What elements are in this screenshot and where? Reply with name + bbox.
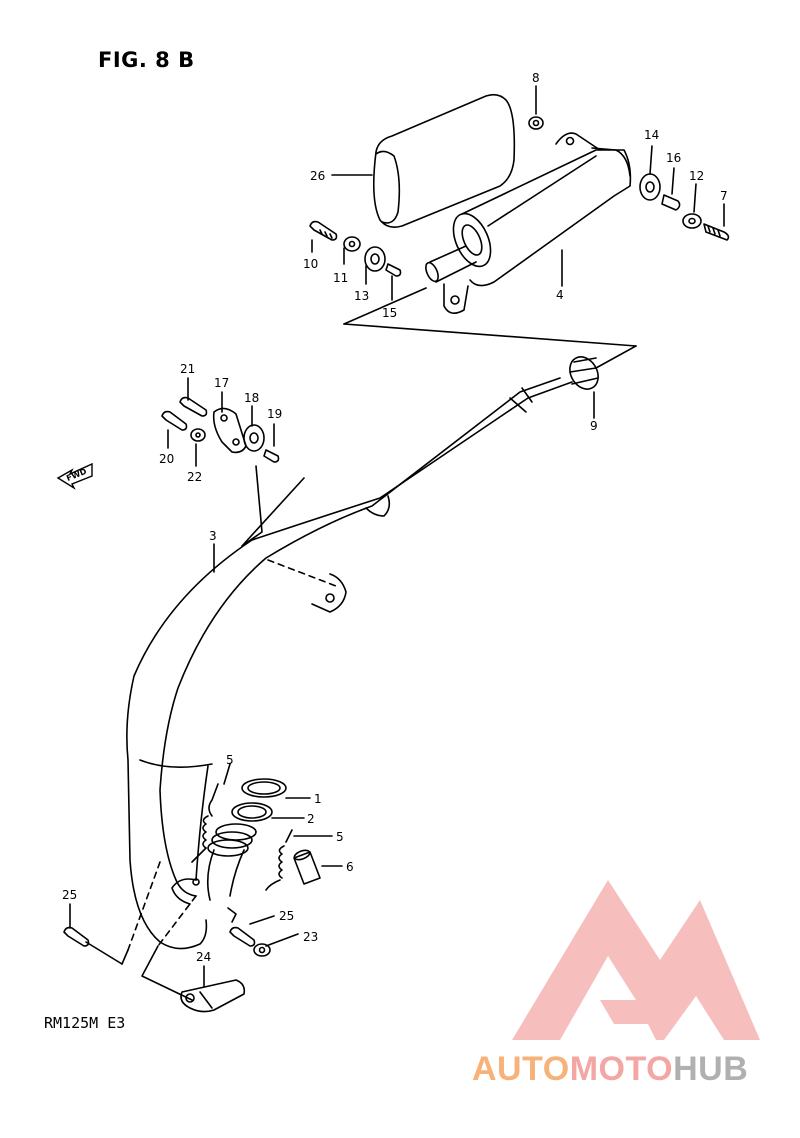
callout-23: 23 <box>303 930 318 944</box>
washer-23 <box>253 943 271 957</box>
model-code: RM125M E3 <box>44 1014 126 1032</box>
callout-6: 6 <box>346 860 354 874</box>
washer-22 <box>190 428 206 442</box>
grommet-13 <box>364 246 386 272</box>
callout-9: 9 <box>590 419 598 433</box>
grommet-14 <box>639 173 661 201</box>
callout-12: 12 <box>689 169 704 183</box>
bolt-7 <box>703 223 730 241</box>
watermark-text-hub: HUB <box>673 1050 749 1088</box>
spring-5b <box>265 829 293 891</box>
bolt-10 <box>309 220 338 241</box>
fwd-arrow-icon: FWD <box>56 462 93 490</box>
collar-19 <box>263 449 280 463</box>
damper-6 <box>293 849 321 885</box>
callout-25b: 25 <box>279 909 294 923</box>
nut-8 <box>528 116 544 130</box>
callout-11: 11 <box>333 271 348 285</box>
collar-15 <box>385 263 402 277</box>
washer-12 <box>682 213 702 229</box>
callout-22: 22 <box>187 470 202 484</box>
callout-15: 15 <box>382 306 397 320</box>
exhaust-joint <box>206 823 257 901</box>
bolt-21 <box>179 396 208 417</box>
callout-2: 2 <box>307 812 315 826</box>
bolt-25-right <box>229 926 256 947</box>
callout-10: 10 <box>303 257 318 271</box>
bracket-24 <box>180 979 246 1013</box>
callout-1: 1 <box>314 792 322 806</box>
watermark-text-moto: MOTO <box>569 1050 674 1088</box>
callout-26: 26 <box>310 169 325 183</box>
gasket-1 <box>241 778 287 798</box>
watermark-brand: AUTOMOTOHUB <box>472 1050 748 1089</box>
silencer <box>425 132 632 314</box>
spring-5a <box>191 783 219 863</box>
washer-11 <box>343 236 361 252</box>
callout-5b: 5 <box>336 830 344 844</box>
seal-9 <box>569 356 599 390</box>
callout-13: 13 <box>354 289 369 303</box>
silencer-cover <box>372 93 516 228</box>
collar-16 <box>661 194 681 211</box>
callout-18: 18 <box>244 391 259 405</box>
callout-8: 8 <box>532 71 540 85</box>
callout-7: 7 <box>720 189 728 203</box>
callout-14: 14 <box>644 128 659 142</box>
stay-17 <box>212 407 247 454</box>
bolt-25-left <box>63 926 90 947</box>
callout-numbers: 1 2 3 4 5 5 6 7 8 9 10 11 12 13 14 15 16… <box>62 71 728 964</box>
watermark-text-auto: AUTO <box>472 1050 570 1088</box>
exhaust-pipe <box>126 377 573 950</box>
gasket-2 <box>231 802 273 822</box>
automotohub-logo-icon <box>512 880 760 1040</box>
callout-24: 24 <box>196 950 211 964</box>
callout-25a: 25 <box>62 888 77 902</box>
bolt-20 <box>161 410 188 431</box>
callout-4: 4 <box>556 288 564 302</box>
callout-20: 20 <box>159 452 174 466</box>
callout-16: 16 <box>666 151 681 165</box>
grommet-18 <box>243 424 265 452</box>
callout-17: 17 <box>214 376 229 390</box>
callout-19: 19 <box>267 407 282 421</box>
callout-5a: 5 <box>226 753 234 767</box>
callout-21: 21 <box>180 362 195 376</box>
callout-3: 3 <box>209 529 217 543</box>
figure-title: FIG. 8 B <box>98 48 195 72</box>
